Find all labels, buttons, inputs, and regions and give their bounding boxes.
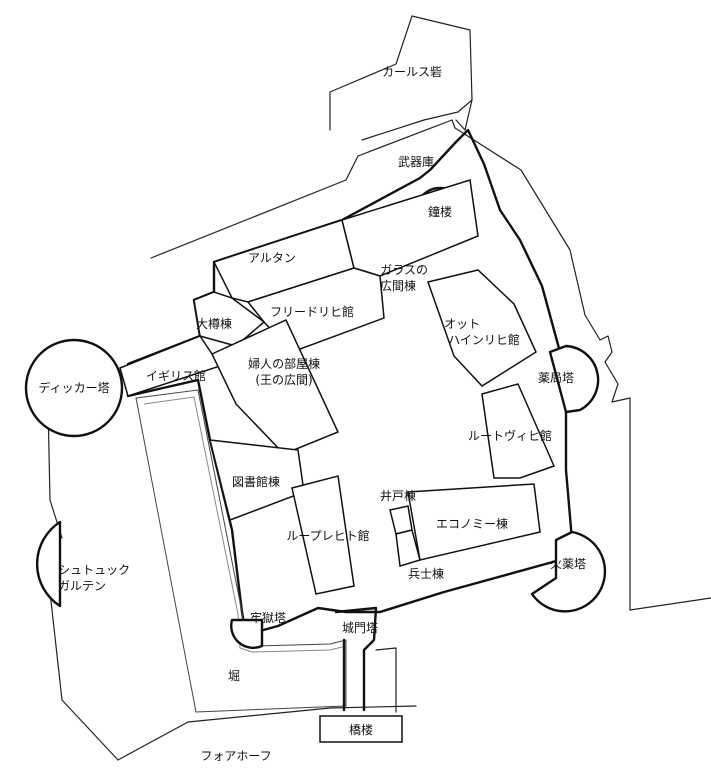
well-building <box>389 505 413 535</box>
label-bridge: 橋楼 <box>349 722 373 737</box>
label-jail: 牢獄塔 <box>250 610 286 625</box>
label-powder: 火薬塔 <box>550 557 586 571</box>
label-ottheinrich-line1: オット <box>444 317 480 331</box>
label-big-barrel: 大樽棟 <box>196 316 232 331</box>
label-well: 井戸棟 <box>380 488 416 503</box>
label-ottheinrich-line2: ハインリヒ館 <box>448 332 520 347</box>
label-moat: 堀 <box>228 668 240 683</box>
label-fore-court: フォアホーフ <box>200 749 271 763</box>
ladies-building <box>210 319 340 455</box>
dicker-tower <box>24 338 124 438</box>
bridge-tower <box>319 715 403 743</box>
moat-outline <box>135 389 347 713</box>
label-glass-line1: ガラスの <box>380 263 428 277</box>
ottheinrich-building <box>427 269 537 387</box>
labels: カールス砦 武器庫 鐘楼 アルタン ガラスの 広間棟 フリードリヒ館 大樽棟 オ… <box>38 64 586 763</box>
label-soldiers: 兵士棟 <box>408 566 444 581</box>
glass-hall-building <box>341 179 479 277</box>
ruprecht-building <box>291 475 355 595</box>
label-schutzgarten-line2: ガルテン <box>58 579 106 593</box>
label-ruprecht: ループレヒト館 <box>286 528 369 543</box>
economy-building <box>407 483 541 561</box>
label-ottheinrich: オット ハインリヒ館 <box>444 317 520 347</box>
moat-inner-outline <box>143 396 347 653</box>
label-library: 図書館棟 <box>232 474 280 489</box>
label-economy: エコノミー棟 <box>436 516 508 531</box>
label-glass-line2: 広間棟 <box>380 278 416 293</box>
label-ladies-line1: 婦人の部屋棟 <box>248 356 320 371</box>
label-schutzgarten-line1: シュトュック <box>58 563 130 577</box>
label-gate: 城門塔 <box>342 621 378 635</box>
jail-bastion <box>230 618 264 649</box>
powder-bastion <box>530 530 607 613</box>
label-english: イギリス館 <box>146 368 206 383</box>
label-armory: 武器庫 <box>398 155 434 169</box>
outer-lines <box>47 15 711 761</box>
label-glass: ガラスの 広間棟 <box>380 263 432 293</box>
label-dicker: ディッカー塔 <box>38 380 109 395</box>
ludwig-building <box>481 383 556 479</box>
label-schutzgarten: シュトュック ガルテン <box>58 563 134 593</box>
label-ladies-line2: (王の広間) <box>255 373 312 387</box>
label-friedrich: フリードリヒ館 <box>270 304 354 319</box>
label-ladies: 婦人の部屋棟 (王の広間) <box>248 356 324 387</box>
label-apothecary: 薬局塔 <box>538 371 574 385</box>
label-altan: アルタン <box>248 251 296 265</box>
schutzgarten-bastion <box>36 520 62 608</box>
label-karls: カールス砦 <box>382 64 442 79</box>
soldiers-building <box>395 529 421 567</box>
apothecary-bastion <box>548 344 600 414</box>
label-ludwig: ルートヴィヒ館 <box>468 428 552 443</box>
gate-bridge <box>319 606 403 743</box>
label-bell: 鐘楼 <box>428 204 452 219</box>
buildings <box>119 179 556 595</box>
